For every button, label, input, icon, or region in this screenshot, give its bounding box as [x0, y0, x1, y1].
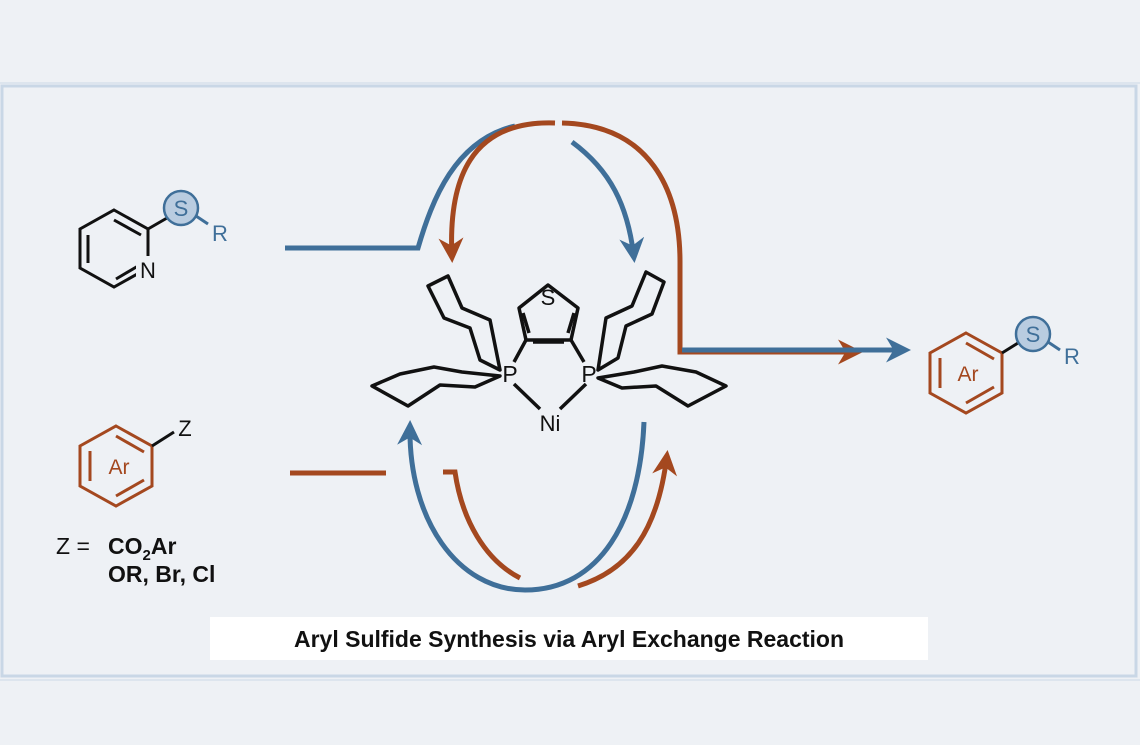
thiophene-double-bond [566, 312, 576, 334]
product-sulfur-label: S [1026, 322, 1041, 347]
product-aryl-inner-bond [965, 341, 995, 361]
z-equals-label: Z = [56, 533, 90, 559]
blue-arrow-top-right [570, 139, 645, 263]
z-option-line2: OR, Br, Cl [108, 561, 215, 587]
blue-arrow-bottom-cycle [397, 420, 647, 593]
cyclohexyl-lower-right [596, 364, 728, 408]
product-c-s-bond [1001, 341, 1019, 355]
aryl-inner-bond [115, 434, 145, 454]
product-r-label: R [1064, 344, 1080, 369]
p-ni-bond-left [512, 382, 542, 411]
product-aryl-inner-bond [965, 385, 995, 405]
nitrogen-label: N [140, 258, 156, 283]
nitrogen-label-mask [136, 256, 160, 282]
c-s-bond [147, 216, 168, 231]
nickel-catalyst [370, 270, 728, 411]
product-s-r-bond [1047, 340, 1061, 352]
cyclohexyl-upper-left [426, 274, 502, 372]
caption-text: Aryl Sulfide Synthesis via Aryl Exchange… [294, 626, 844, 652]
z-label: Z [178, 416, 191, 441]
p-c-bond-right [569, 339, 586, 363]
thiophene-double-bond [521, 312, 531, 334]
z-option-line1: CO2Ar [108, 533, 176, 564]
p-c-bond-left [512, 339, 528, 363]
orange-arrow-bottom-left [443, 469, 522, 581]
sulfur-circle [162, 189, 200, 227]
orange-arrow-to-product [561, 120, 863, 365]
c-z-bond [151, 430, 175, 448]
aryl-inner-bond [115, 478, 145, 498]
phosphorus-right-label: P [581, 361, 596, 387]
orange-arrow-top-left [438, 120, 556, 263]
sulfur-label: S [174, 196, 189, 221]
thiophene-ring [517, 283, 580, 342]
z-option-co: CO [108, 533, 143, 559]
phosphorus-left-label: P [502, 361, 517, 387]
z-option-subscript: 2 [143, 547, 151, 564]
nickel-label: Ni [540, 411, 561, 436]
pyridine-double-bond [113, 218, 142, 237]
caption-box [210, 617, 928, 660]
cyclohexyl-lower-left [370, 365, 502, 408]
z-option-ar: Ar [151, 533, 177, 559]
orange-arrow-bottom-right [577, 450, 678, 589]
s-r-bond [195, 214, 209, 226]
product-ar-label: Ar [958, 363, 979, 386]
product-sulfur-circle [1014, 315, 1052, 353]
blue-feed-line [285, 123, 516, 251]
panel-frame [0, 84, 1138, 678]
r-label: R [212, 221, 228, 246]
p-ni-bond-right [558, 382, 588, 411]
pyridyl-sulfide-reagent [78, 208, 168, 289]
thiophene-sulfur-label: S [541, 285, 556, 310]
cyclohexyl-upper-right [596, 270, 666, 372]
pyridine-double-bond [115, 264, 139, 281]
ar-label: Ar [109, 456, 130, 479]
